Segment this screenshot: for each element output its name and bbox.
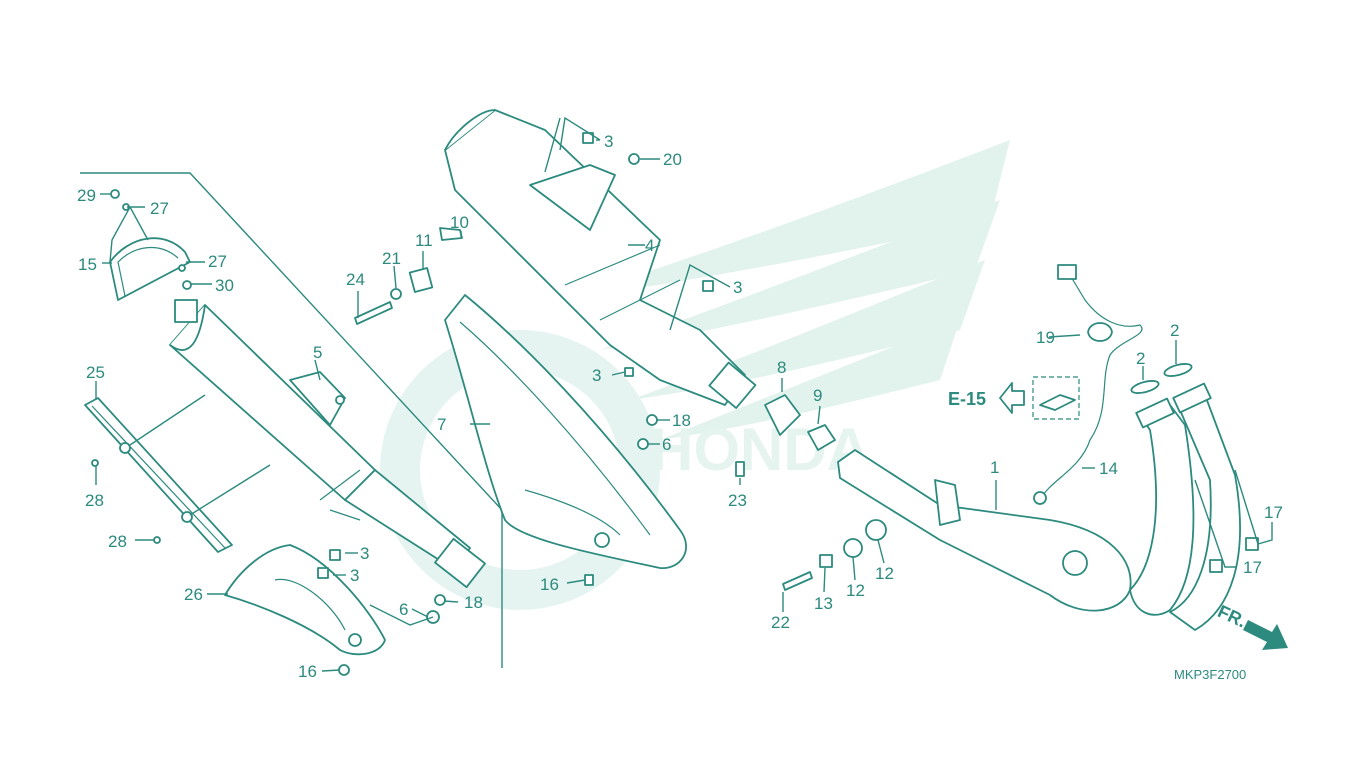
oxygen-sensor-wire (1033, 264, 1143, 505)
stay-bracket-e15 (1032, 376, 1080, 420)
callout-16: 16 (298, 662, 317, 681)
exhaust-pipe (837, 382, 1241, 631)
callout-18: 18 (672, 411, 691, 430)
callout-6: 6 (399, 600, 408, 619)
callout-18: 18 (464, 593, 483, 612)
callout-2: 2 (1136, 349, 1145, 368)
muffler-protector-lower (224, 544, 386, 656)
muffler-band (84, 397, 233, 553)
callout-14: 14 (1099, 459, 1118, 478)
callout-7: 7 (437, 415, 446, 434)
callout-16: 16 (540, 575, 559, 594)
callout-29: 29 (77, 186, 96, 205)
callout-20: 20 (663, 150, 682, 169)
callout-17: 17 (1243, 558, 1262, 577)
callout-15: 15 (78, 255, 97, 274)
callout-3: 3 (350, 566, 359, 585)
callout-30: 30 (215, 276, 234, 295)
callout-1: 1 (990, 458, 999, 477)
callout-19: 19 (1036, 328, 1055, 347)
callout-12: 12 (875, 564, 894, 583)
joint-gasket-9 (807, 424, 836, 451)
callout-27: 27 (208, 252, 227, 271)
callout-22: 22 (771, 613, 790, 632)
callout-6: 6 (662, 435, 671, 454)
callout-28: 28 (108, 532, 127, 551)
callout-17: 17 (1264, 503, 1283, 522)
muffler-center (444, 109, 757, 409)
callout-11: 11 (415, 231, 433, 250)
clamp-19 (1087, 322, 1113, 342)
callout-26: 26 (184, 585, 203, 604)
diagram-code: MKP3F2700 (1174, 667, 1246, 682)
callout-10: 10 (450, 213, 469, 232)
callout-8: 8 (777, 358, 786, 377)
callout-4: 4 (645, 236, 654, 255)
callout-2: 2 (1170, 321, 1179, 340)
callout-28: 28 (85, 491, 104, 510)
joint-gasket-8 (764, 394, 801, 436)
callout-3: 3 (592, 366, 601, 385)
callout-9: 9 (813, 386, 822, 405)
callout-3: 3 (733, 278, 742, 297)
section-divider-line (80, 172, 503, 668)
e15-reference: E-15 (948, 382, 1025, 414)
protector-center (444, 294, 687, 569)
callout-3: 3 (604, 132, 613, 151)
callout-12: 12 (846, 581, 865, 600)
callout-24: 24 (346, 270, 365, 289)
callout-5: 5 (313, 343, 322, 362)
leader-lines (95, 116, 1273, 672)
callout-3: 3 (360, 544, 369, 563)
callout-labels: 1 2 2 3 3 3 3 3 4 5 6 6 7 8 9 10 11 12 1… (77, 132, 1283, 681)
callout-23: 23 (728, 491, 747, 510)
callout-25: 25 (86, 363, 105, 382)
honda-wing-watermark: HONDA (380, 140, 1010, 610)
e15-label: E-15 (948, 389, 986, 409)
fasteners (91, 132, 1259, 676)
callout-27: 27 (150, 199, 169, 218)
gaskets-2 (1130, 363, 1193, 394)
front-arrow: FR. (1215, 601, 1288, 650)
muffler-end-cap (109, 237, 191, 301)
callout-21: 21 (382, 249, 401, 268)
callout-13: 13 (814, 594, 833, 613)
svg-text:HONDA: HONDA (650, 416, 870, 483)
muffler-left (169, 299, 486, 589)
